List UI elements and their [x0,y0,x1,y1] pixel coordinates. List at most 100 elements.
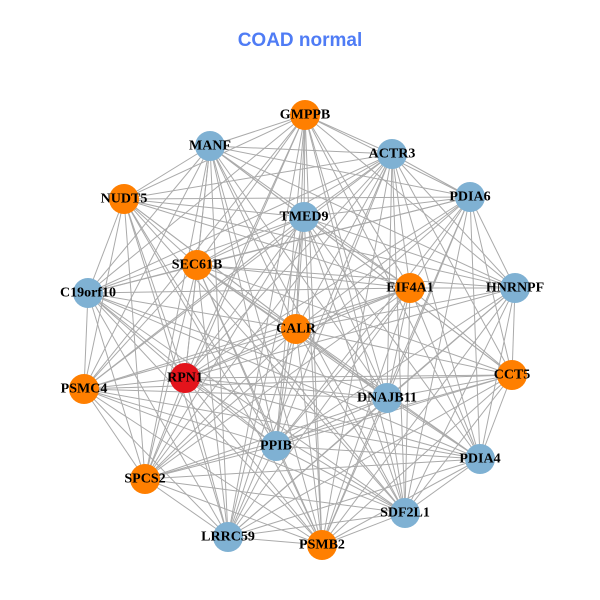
node-circle[interactable] [289,202,319,232]
edge-DNAJB11-PDIA4 [386,397,481,460]
node-circle[interactable] [130,464,160,494]
node-GMPPB[interactable]: GMPPB [280,100,331,130]
node-PSMC4[interactable]: PSMC4 [61,374,108,404]
edge-RPN1-PPIB [184,377,277,447]
node-circle[interactable] [390,498,420,528]
edges-layer [83,114,516,546]
node-circle[interactable] [69,374,99,404]
node-SDF2L1[interactable]: SDF2L1 [380,498,430,528]
edge-PDIA6-HNRNPF [469,196,516,289]
edge-HNRNPF-PSMB2 [321,287,516,546]
node-PPIB[interactable]: PPIB [260,431,292,461]
edge-RPN1-SDF2L1 [184,377,406,514]
edge-SEC61B-LRRC59 [196,264,229,538]
node-HNRNPF[interactable]: HNRNPF [486,273,544,303]
edge-TMED9-SPCS2 [144,216,305,480]
node-circle[interactable] [290,100,320,130]
node-MANF[interactable]: MANF [189,131,231,161]
edge-PDIA6-TMED9 [303,196,471,218]
edge-C19orf10-CALR [87,292,297,330]
edge-EIF4A1-PSMC4 [83,287,411,390]
node-SEC61B[interactable]: SEC61B [172,250,223,280]
edge-PDIA6-NUDT5 [123,196,471,200]
edge-TMED9-SEC61B [196,216,305,266]
node-circle[interactable] [455,182,485,212]
edge-ACTR3-NUDT5 [123,153,393,200]
edge-PSMC4-PPIB [83,388,277,447]
node-TMED9[interactable]: TMED9 [280,202,329,232]
node-circle[interactable] [377,139,407,169]
node-SPCS2[interactable]: SPCS2 [124,464,166,494]
node-circle[interactable] [372,383,402,413]
edge-TMED9-PSMB2 [303,216,323,546]
node-LRRC59[interactable]: LRRC59 [201,522,255,552]
edge-MANF-ACTR3 [209,145,393,155]
edge-HNRNPF-PPIB [275,287,516,447]
edge-ACTR3-SDF2L1 [391,153,406,514]
node-label: ACTR3 [369,147,416,162]
edge-CALR-RPN1 [184,328,297,379]
node-circle[interactable] [182,250,212,280]
edge-RPN1-PSMB2 [184,377,323,546]
node-C19orf10[interactable]: C19orf10 [60,278,116,308]
edge-NUDT5-PPIB [123,198,277,447]
chart-title: COAD normal [237,30,363,51]
edge-GMPPB-SDF2L1 [304,114,406,514]
node-NUDT5[interactable]: NUDT5 [101,184,148,214]
edge-SEC61B-EIF4A1 [196,264,411,289]
edge-GMPPB-PPIB [275,114,306,447]
edge-ACTR3-RPN1 [184,153,393,379]
edge-EIF4A1-LRRC59 [227,287,411,538]
edge-ACTR3-DNAJB11 [386,153,393,399]
node-circle[interactable] [109,184,139,214]
node-circle[interactable] [307,530,337,560]
node-DNAJB11[interactable]: DNAJB11 [357,383,417,413]
node-PDIA4[interactable]: PDIA4 [459,444,501,474]
node-circle[interactable] [213,522,243,552]
node-circle[interactable] [261,431,291,461]
node-PSMB2[interactable]: PSMB2 [299,530,345,560]
node-circle[interactable] [395,273,425,303]
node-label: TMED9 [280,210,329,225]
edge-EIF4A1-C19orf10 [87,287,411,294]
node-label: LRRC59 [201,530,255,545]
edge-CCT5-DNAJB11 [386,374,513,399]
edge-TMED9-CALR [295,216,305,330]
edge-EIF4A1-CCT5 [409,287,513,376]
edge-PSMC4-PSMB2 [83,388,323,546]
edge-PPIB-SPCS2 [144,445,277,480]
edge-EIF4A1-PDIA4 [409,287,481,460]
node-EIF4A1[interactable]: EIF4A1 [386,273,434,303]
node-circle[interactable] [465,444,495,474]
node-RPN1[interactable]: RPN1 [167,363,203,393]
node-PDIA6[interactable]: PDIA6 [449,182,491,212]
node-circle[interactable] [73,278,103,308]
node-circle[interactable] [500,273,530,303]
node-circle[interactable] [281,314,311,344]
node-CCT5[interactable]: CCT5 [494,360,531,390]
node-circle[interactable] [497,360,527,390]
edge-DNAJB11-LRRC59 [227,397,388,538]
edge-C19orf10-PDIA4 [87,292,481,460]
edge-HNRNPF-SDF2L1 [404,287,516,514]
node-label: PDIA4 [459,452,500,467]
edge-PDIA6-EIF4A1 [409,196,471,289]
edge-NUDT5-PSMB2 [123,198,323,546]
edge-SDF2L1-LRRC59 [227,512,406,538]
edge-ACTR3-CCT5 [391,153,513,376]
edge-PPIB-PSMB2 [275,445,323,546]
edge-CCT5-LRRC59 [227,374,513,538]
edge-NUDT5-PSMC4 [83,198,125,390]
edge-GMPPB-SPCS2 [144,114,306,480]
node-CALR[interactable]: CALR [276,314,317,344]
node-circle[interactable] [170,363,200,393]
edge-RPN1-SPCS2 [144,377,186,480]
edge-PDIA6-PDIA4 [469,196,481,460]
edge-NUDT5-TMED9 [123,198,305,218]
node-label: PSMC4 [61,382,108,397]
node-circle[interactable] [195,131,225,161]
edge-PPIB-PDIA4 [275,445,481,460]
node-ACTR3[interactable]: ACTR3 [369,139,416,169]
edge-PDIA6-RPN1 [184,196,471,379]
